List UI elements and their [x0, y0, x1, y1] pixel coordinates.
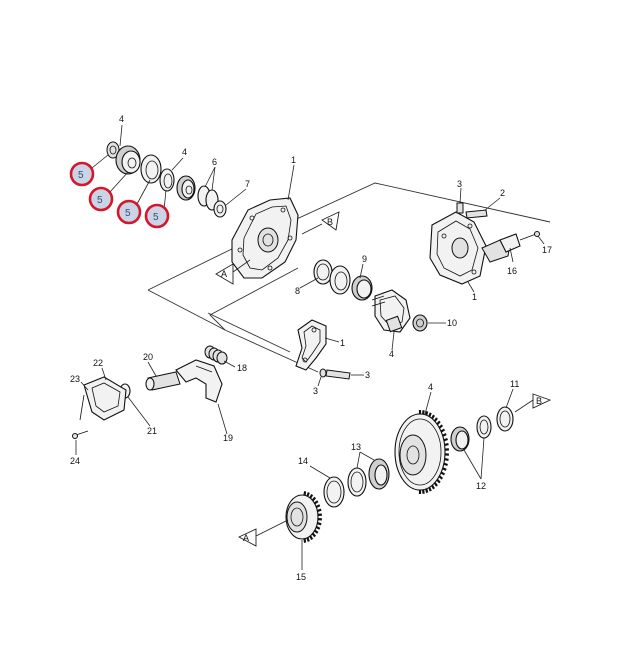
svg-text:B: B [327, 217, 333, 227]
label-12: 12 [476, 481, 486, 491]
gear-tooth [313, 529, 319, 534]
label-11: 11 [510, 379, 519, 389]
gear-tooth [440, 471, 446, 476]
label-2: 2 [500, 188, 505, 198]
gear-tooth [438, 424, 444, 429]
side-gear-teeth [303, 491, 322, 543]
label-7: 7 [245, 179, 250, 189]
gear-tooth [317, 522, 322, 526]
label-20: 20 [143, 352, 153, 362]
gear-tooth [422, 410, 425, 415]
gear-tooth [433, 417, 438, 422]
svg-text:5: 5 [153, 212, 159, 223]
label-10: 10 [447, 318, 457, 328]
gear-tooth [443, 437, 448, 442]
callout-5-a[interactable]: 5 [69, 161, 95, 187]
gear-tooth [428, 412, 432, 418]
label-22: 22 [93, 358, 103, 368]
gear-tooth [311, 496, 317, 502]
gear-tooth [315, 526, 321, 530]
label-19: 19 [223, 433, 233, 443]
label-21: 21 [147, 426, 157, 436]
ref-b-right: B [514, 393, 552, 413]
ring-gear-assembly [285, 388, 514, 570]
label-24: 24 [70, 456, 80, 466]
housing-left [231, 164, 299, 279]
label-1: 1 [291, 155, 296, 165]
label-8: 8 [295, 286, 300, 296]
label-6: 6 [212, 157, 217, 167]
right-cover [429, 187, 545, 293]
label-1: 1 [340, 338, 345, 348]
gear-tooth [436, 420, 441, 426]
gear-tooth [422, 489, 425, 494]
label-1: 1 [472, 292, 477, 302]
label-13: 13 [351, 442, 361, 452]
gear-tooth [431, 414, 435, 420]
gear-tooth [303, 491, 307, 496]
svg-text:5: 5 [78, 170, 84, 181]
ring-gear-teeth [418, 410, 449, 494]
svg-text:B: B [536, 396, 542, 406]
label-9: 9 [362, 254, 367, 264]
gear-tooth [443, 462, 448, 467]
gear-tooth [442, 433, 447, 437]
gear-tooth [315, 504, 321, 508]
gear-tooth [306, 537, 310, 542]
gear-tooth [425, 488, 429, 493]
gear-tooth [436, 478, 441, 484]
gear-tooth [303, 538, 307, 543]
callout-5-c[interactable]: 5 [116, 199, 142, 225]
gear-tooth [433, 482, 438, 487]
gear-tooth [425, 411, 429, 416]
label-4: 4 [182, 147, 187, 157]
label-3: 3 [313, 386, 318, 396]
gear-tooth [440, 428, 446, 433]
gear-tooth [313, 500, 319, 505]
svg-text:5: 5 [125, 208, 131, 219]
label-16: 16 [507, 266, 517, 276]
gear-tooth [442, 467, 447, 471]
callout-5-d[interactable]: 5 [144, 203, 170, 229]
ref-a-lower: A [237, 519, 289, 547]
label-14: 14 [298, 456, 308, 466]
label-23: 23 [70, 374, 80, 384]
bracket-assembly [295, 319, 364, 387]
gear-tooth [317, 508, 322, 512]
top-left-assembly [86, 124, 247, 218]
label-3: 3 [365, 370, 370, 380]
shift-fork-assembly [72, 345, 236, 455]
label-18: 18 [237, 363, 247, 373]
label-17: 17 [542, 245, 552, 255]
label-15: 15 [296, 572, 306, 582]
svg-text:A: A [221, 269, 227, 279]
gear-tooth [311, 532, 317, 538]
gear-tooth [438, 475, 444, 480]
svg-text:5: 5 [97, 195, 103, 206]
svg-text:A: A [243, 533, 249, 543]
gear-tooth [309, 494, 314, 499]
pinion-assembly [299, 259, 446, 351]
ref-b-upper: B [301, 211, 340, 235]
label-3: 3 [457, 179, 462, 189]
gear-tooth [431, 484, 435, 490]
gear-tooth [309, 535, 314, 540]
callout-5-b[interactable]: 5 [88, 186, 114, 212]
gear-tooth [306, 492, 310, 497]
label-4: 4 [119, 114, 124, 124]
gear-tooth [444, 458, 449, 461]
label-4: 4 [389, 349, 394, 359]
label-4: 4 [428, 382, 433, 392]
gear-tooth [444, 443, 449, 446]
gear-tooth [428, 486, 432, 492]
part-labels: 4 4 6 7 1 3 2 16 17 1 8 9 10 4 1 3 3 20 … [70, 114, 552, 582]
ref-a-upper: A [215, 259, 251, 285]
